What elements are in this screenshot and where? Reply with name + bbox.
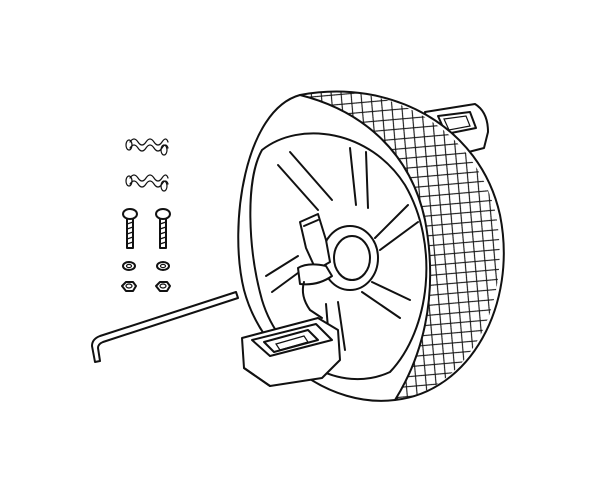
spring-1 <box>125 138 169 156</box>
nut-2 <box>155 281 171 292</box>
nut-1 <box>121 281 137 292</box>
front-bracket <box>241 317 341 387</box>
washer-2 <box>156 261 170 271</box>
washer-1 <box>122 261 136 271</box>
spring-2 <box>125 174 169 192</box>
bolt-2 <box>155 208 171 249</box>
hex-key <box>91 291 239 363</box>
bolt-1 <box>122 208 138 249</box>
wheel-hub <box>297 213 379 319</box>
